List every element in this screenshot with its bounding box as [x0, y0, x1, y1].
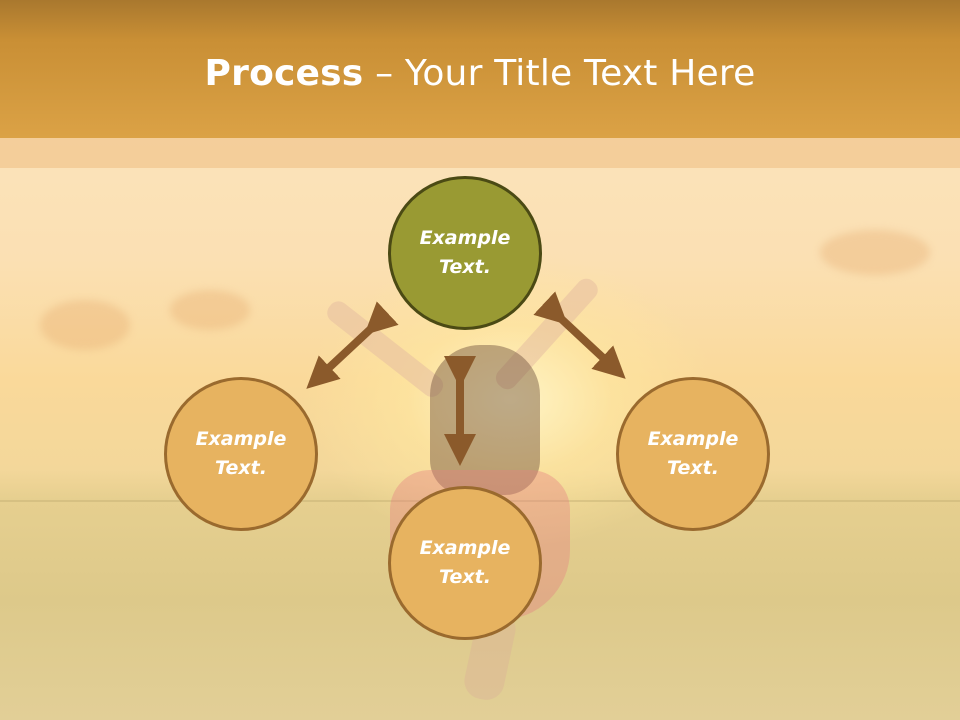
title-band [0, 0, 960, 138]
node-line1: Example [647, 428, 739, 450]
process-node-right[interactable]: Example Text. [616, 377, 770, 531]
slide-title[interactable]: Process – Your Title Text Here [0, 52, 960, 96]
node-line2: Text. [439, 566, 491, 588]
node-line2: Text. [215, 457, 267, 479]
node-line1: Example [419, 227, 511, 249]
title-rest: – Your Title Text Here [363, 53, 756, 94]
node-line2: Text. [439, 256, 491, 278]
node-line1: Example [419, 537, 511, 559]
node-text: Example Text. [420, 534, 511, 592]
arrow-top-right [533, 291, 626, 379]
node-text: Example Text. [648, 425, 739, 483]
node-line2: Text. [667, 457, 719, 479]
cloud [820, 230, 930, 275]
cloud [170, 290, 250, 330]
process-node-left[interactable]: Example Text. [164, 377, 318, 531]
node-text: Example Text. [196, 425, 287, 483]
node-line1: Example [195, 428, 287, 450]
process-node-bottom[interactable]: Example Text. [388, 486, 542, 640]
arrow-top-left [306, 301, 399, 389]
title-underband [0, 138, 960, 168]
title-bold: Process [204, 53, 364, 94]
node-text: Example Text. [420, 224, 511, 282]
cloud [40, 300, 130, 350]
process-node-top[interactable]: Example Text. [388, 176, 542, 330]
